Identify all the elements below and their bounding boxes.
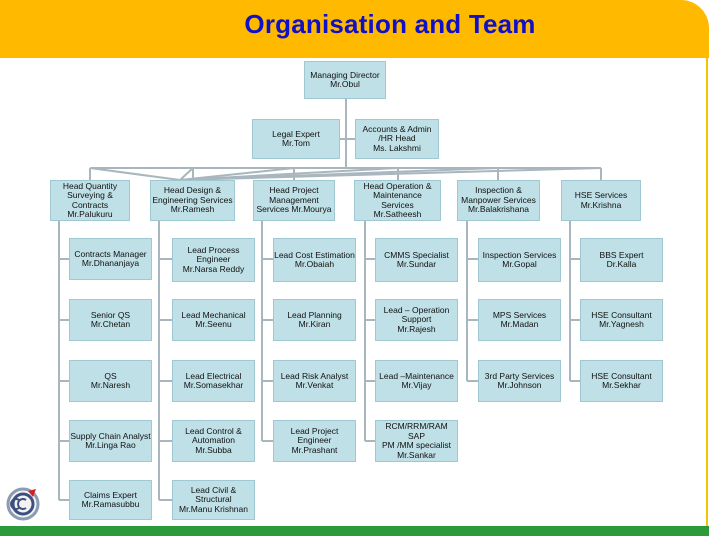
box-label: QS Mr.Naresh xyxy=(90,370,131,390)
box-label: HSE Consultant Mr.Sekhar xyxy=(591,370,652,390)
box-label: Head Project Management Services Mr.Mour… xyxy=(256,185,332,215)
box-label: 3rd Party Services Mr.Johnson xyxy=(484,370,555,390)
staff-box: Inspection Services Mr.Gopal xyxy=(478,238,561,282)
connector-line xyxy=(179,167,602,181)
header-band xyxy=(0,0,709,58)
accounts-admin-box: Accounts & Admin /HR Head Ms. Lakshmi xyxy=(355,119,439,159)
box-label: Inspection Services Mr.Gopal xyxy=(482,249,557,269)
staff-box: HSE Consultant Mr.Yagnesh xyxy=(580,299,663,341)
box-label: Lead Risk Analyst Mr.Venkat xyxy=(280,370,349,390)
staff-box: Lead Process Engineer Mr.Narsa Reddy xyxy=(172,238,255,282)
legal-expert-box: Legal Expert Mr.Tom xyxy=(252,119,340,159)
head-project-box: Head Project Management Services Mr.Mour… xyxy=(253,180,335,221)
staff-box: BBS Expert Dr.Kalla xyxy=(580,238,663,282)
box-label: Head Design & Engineering Services Mr.Ra… xyxy=(152,185,233,215)
cc-logo-icon xyxy=(6,487,40,521)
box-label: CMMS Specialist Mr.Sundar xyxy=(384,249,449,269)
staff-box: Lead Electrical Mr.Somasekhar xyxy=(172,360,255,402)
box-label: BBS Expert Dr.Kalla xyxy=(599,249,644,269)
box-label: HSE Consultant Mr.Yagnesh xyxy=(591,309,652,329)
staff-box: CMMS Specialist Mr.Sundar xyxy=(375,238,458,282)
staff-box: Lead Planning Mr.Kiran xyxy=(273,299,356,341)
staff-box: Lead Project Engineer Mr.Prashant xyxy=(273,420,356,462)
staff-box: Lead Civil & Structural Mr.Manu Krishnan xyxy=(172,480,255,520)
head-inspection-box: Inspection & Manpower Services Mr.Balakr… xyxy=(457,180,540,221)
staff-box: Lead Mechanical Mr.Seenu xyxy=(172,299,255,341)
head-operation-box: Head Operation & Maintenance Services Mr… xyxy=(354,180,441,221)
footer-band xyxy=(0,526,709,536)
box-label: Lead Project Engineer Mr.Prashant xyxy=(290,425,339,455)
box-label: Lead –Maintenance Mr.Vijay xyxy=(379,370,454,390)
box-label: Legal Expert Mr.Tom xyxy=(272,128,320,148)
head-hse-box: HSE Services Mr.Krishna xyxy=(561,180,641,221)
box-label: Supply Chain Analyst Mr.Linga Rao xyxy=(70,430,151,450)
connector-line xyxy=(89,167,181,181)
managing-director-box: Managing Director Mr.Obul xyxy=(304,61,386,99)
box-label: MPS Services Mr.Madan xyxy=(492,309,547,329)
staff-box: Contracts Manager Mr.Dhananjaya xyxy=(69,238,152,280)
box-label: Lead Mechanical Mr.Seenu xyxy=(181,309,246,329)
box-label: RCM/RRM/RAM SAP PM /MM specialist Mr.San… xyxy=(382,421,451,460)
staff-box: QS Mr.Naresh xyxy=(69,360,152,402)
box-label: Claims Expert Mr.Ramasubbu xyxy=(81,489,140,509)
box-label: Lead Civil & Structural Mr.Manu Krishnan xyxy=(179,484,248,514)
box-label: Inspection & Manpower Services Mr.Balakr… xyxy=(461,185,536,215)
head-qs-box: Head Quantity Surveying & Contracts Mr.P… xyxy=(50,180,130,221)
box-label: Head Operation & Maintenance Services Mr… xyxy=(363,180,432,219)
staff-box: RCM/RRM/RAM SAP PM /MM specialist Mr.San… xyxy=(375,420,458,462)
staff-box: Senior QS Mr.Chetan xyxy=(69,299,152,341)
box-label: Lead – Operation Support Mr.Rajesh xyxy=(383,304,450,334)
box-label: Contracts Manager Mr.Dhananjaya xyxy=(74,248,147,268)
staff-box: Lead Risk Analyst Mr.Venkat xyxy=(273,360,356,402)
box-label: Accounts & Admin /HR Head Ms. Lakshmi xyxy=(362,123,432,153)
staff-box: Lead –Maintenance Mr.Vijay xyxy=(375,360,458,402)
box-label: Lead Control & Automation Mr.Subba xyxy=(185,425,242,455)
staff-box: MPS Services Mr.Madan xyxy=(478,299,561,341)
box-label: Head Quantity Surveying & Contracts Mr.P… xyxy=(62,180,118,219)
box-label: Lead Planning Mr.Kiran xyxy=(287,309,342,329)
staff-box: Claims Expert Mr.Ramasubbu xyxy=(69,480,152,520)
box-label: HSE Services Mr.Krishna xyxy=(574,190,628,210)
page-title: Organisation and Team xyxy=(244,9,536,39)
staff-box: Lead Control & Automation Mr.Subba xyxy=(172,420,255,462)
staff-box: Lead Cost Estimation Mr.Obaiah xyxy=(273,238,356,282)
box-label: Lead Process Engineer Mr.Narsa Reddy xyxy=(182,244,245,274)
staff-box: HSE Consultant Mr.Sekhar xyxy=(580,360,663,402)
head-design-box: Head Design & Engineering Services Mr.Ra… xyxy=(150,180,235,221)
box-label: Lead Cost Estimation Mr.Obaiah xyxy=(274,249,355,269)
connector-line xyxy=(179,167,194,181)
staff-box: Supply Chain Analyst Mr.Linga Rao xyxy=(69,420,152,462)
staff-box: Lead – Operation Support Mr.Rajesh xyxy=(375,299,458,341)
box-label: Senior QS Mr.Chetan xyxy=(90,309,131,329)
box-label: Managing Director Mr.Obul xyxy=(310,69,380,89)
staff-box: 3rd Party Services Mr.Johnson xyxy=(478,360,561,402)
box-label: Lead Electrical Mr.Somasekhar xyxy=(183,370,244,390)
